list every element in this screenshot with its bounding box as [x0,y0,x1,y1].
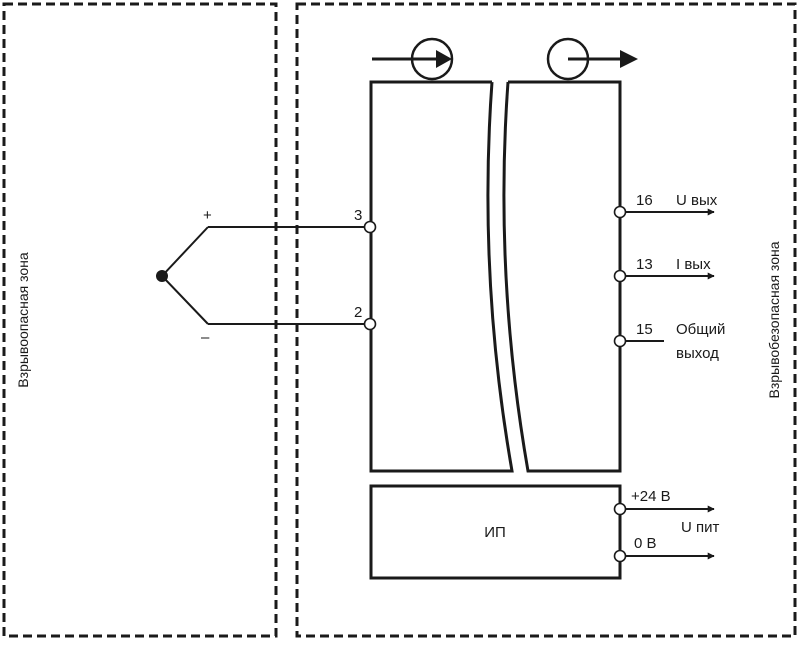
power-supply-block [369,484,622,580]
sensor-minus-label: – [201,329,210,346]
hazardous-zone-label: Взрывоопасная зона [15,252,31,388]
output-terminal-16-label: U вых [676,192,718,209]
isolator-output-block [502,80,622,473]
power-terminal-zero [613,549,627,563]
output-terminal-16 [613,205,627,219]
input-terminal-2 [363,317,377,331]
safe-zone-frame [295,2,797,638]
output-terminal-15-label: Общий [676,321,725,338]
power-upit-label: U пит [681,519,720,536]
power-supply-label: ИП [484,524,506,541]
power-plus-label: +24 В [631,488,671,505]
input-flow-arrow-icon [372,37,454,81]
thermocouple-sensor [156,226,209,325]
hazardous-zone-frame [2,2,278,638]
output-terminal-15-label-line2: выход [676,345,719,362]
output-terminal-13 [613,269,627,283]
input-terminal-3 [363,220,377,234]
power-zero-label: 0 В [634,535,657,552]
input-terminal-2-label: 2 [354,304,362,321]
input-terminal-3-label: 3 [354,207,362,224]
output-terminal-16-num: 16 [636,192,653,209]
output-flow-arrow-icon [546,37,638,81]
isolator-input-block [369,80,514,473]
safe-zone-label: Взрывобезопасная зона [766,241,782,398]
output-terminal-15 [613,334,627,348]
output-terminal-15-num: 15 [636,321,653,338]
sensor-plus-label: + [203,207,212,224]
output-terminal-13-num: 13 [636,256,653,273]
power-terminal-plus [613,502,627,516]
output-terminal-13-label: I вых [676,256,711,273]
